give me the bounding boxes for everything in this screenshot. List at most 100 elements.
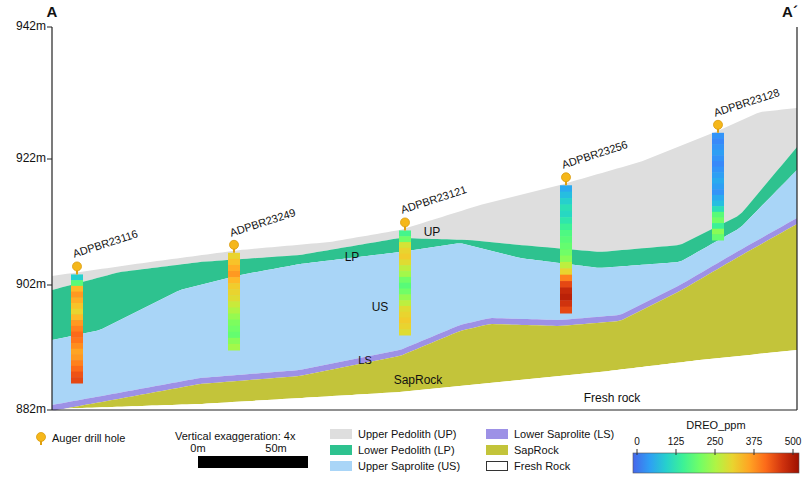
drill-hole-column xyxy=(399,230,411,335)
color-bar-value: 0 xyxy=(634,436,640,447)
layer-label: LS xyxy=(358,354,371,366)
dreo-segment xyxy=(399,306,411,312)
drill-hole-id: ADPBR23116 xyxy=(71,228,139,260)
dreo-segment xyxy=(228,271,240,278)
scale-value: 50m xyxy=(265,442,286,454)
dreo-segment xyxy=(71,309,83,315)
drill-hole-pin xyxy=(714,120,723,133)
dreo-segment xyxy=(228,344,240,351)
dreo-segment xyxy=(71,280,83,286)
dreo-segment xyxy=(560,224,572,231)
dreo-segment xyxy=(560,204,572,211)
dreo-segment xyxy=(712,206,724,212)
pin-head xyxy=(562,173,571,182)
dreo-segment xyxy=(560,300,572,307)
dreo-segment xyxy=(399,265,411,271)
dreo-segment xyxy=(71,354,83,360)
dreo-segment xyxy=(399,294,411,300)
dreo-segment xyxy=(399,323,411,329)
pin-head xyxy=(73,262,82,271)
legend-entry: SapRock xyxy=(486,444,559,456)
drill-hole-column xyxy=(228,253,240,351)
dreo-segment xyxy=(228,277,240,284)
dreo-segment xyxy=(71,372,83,378)
dreo-segment xyxy=(712,133,724,139)
drill-hole-column xyxy=(560,185,572,313)
color-bar-tick xyxy=(637,449,638,455)
dreo-segment xyxy=(560,281,572,288)
pin-head xyxy=(230,240,239,249)
legend-swatch xyxy=(330,461,352,471)
color-bar-value: 125 xyxy=(668,436,685,447)
legend-swatch xyxy=(330,429,352,439)
drill-hole-column xyxy=(712,133,724,241)
drill-hole-pin xyxy=(562,173,571,186)
dreo-segment xyxy=(560,192,572,199)
section-end: A xyxy=(47,4,58,21)
axis-tick xyxy=(47,285,52,286)
layer-label: US xyxy=(372,301,389,314)
dreo-segment xyxy=(71,320,83,326)
dreo-segment xyxy=(712,201,724,207)
layer-label: SapRock xyxy=(394,374,443,387)
drill-hole-id: ADPBR23121 xyxy=(399,184,468,217)
fresh-rock-layer xyxy=(52,350,797,411)
legend-text: SapRock xyxy=(514,444,559,456)
legend-text: Upper Pedolith (UP) xyxy=(358,428,456,440)
dreo-segment xyxy=(228,253,240,260)
scale-value: 0m xyxy=(190,442,205,454)
axis-tick xyxy=(47,410,52,411)
pin-icon xyxy=(37,433,46,446)
dreo-segment xyxy=(71,337,83,343)
dreo-segment xyxy=(712,155,724,161)
dreo-segment xyxy=(560,211,572,218)
drill-hole-pin xyxy=(230,240,239,253)
dreo-segment xyxy=(712,217,724,223)
dreo-segment xyxy=(399,271,411,277)
dreo-segment xyxy=(712,161,724,167)
dreo-segment xyxy=(712,195,724,201)
dreo-segment xyxy=(712,212,724,218)
layer-label: Fresh rock xyxy=(584,392,641,405)
dreo-segment xyxy=(560,185,572,192)
drill-hole-column xyxy=(71,274,83,383)
legend-swatch xyxy=(486,461,508,471)
dreo-segment xyxy=(560,287,572,294)
dreo-segment xyxy=(71,314,83,320)
axis-tick xyxy=(47,27,52,28)
dreo-segment xyxy=(399,312,411,318)
dreo-segment xyxy=(399,242,411,248)
dreo-segment xyxy=(71,349,83,355)
dreo-segment xyxy=(712,223,724,229)
dreo-segment xyxy=(228,320,240,327)
dreo-segment xyxy=(399,329,411,335)
dreo-segment xyxy=(560,275,572,282)
dreo-segment xyxy=(712,234,724,240)
color-bar-title: DREO_ppm xyxy=(686,419,745,431)
color-bar-tick xyxy=(676,449,677,455)
dreo-segment xyxy=(71,377,83,383)
legend-swatch xyxy=(486,429,508,439)
dreo-segment xyxy=(712,184,724,190)
color-bar-value: 500 xyxy=(785,436,802,447)
legend-text: Upper Saprolite (US) xyxy=(358,460,460,472)
dreo-segment xyxy=(560,249,572,256)
dreo-segment xyxy=(228,295,240,302)
dreo-segment xyxy=(71,292,83,298)
pin-head xyxy=(714,120,723,129)
color-bar xyxy=(633,453,799,473)
pin-head xyxy=(401,218,410,227)
axis-tick xyxy=(47,159,52,160)
legend-entry: Auger drill hole xyxy=(34,430,125,446)
legend-text: Lower Pedolith (LP) xyxy=(358,444,455,456)
legend-text: Auger drill hole xyxy=(52,432,125,444)
dreo-segment xyxy=(228,283,240,290)
dreo-segment xyxy=(712,178,724,184)
legend-swatch xyxy=(330,445,352,455)
dreo-segment xyxy=(399,318,411,324)
legend-swatch xyxy=(486,445,508,455)
layer-label: UP xyxy=(424,226,441,239)
dreo-segment xyxy=(399,230,411,236)
color-bar-value: 250 xyxy=(707,436,724,447)
elevation-label: 902m xyxy=(16,278,46,291)
